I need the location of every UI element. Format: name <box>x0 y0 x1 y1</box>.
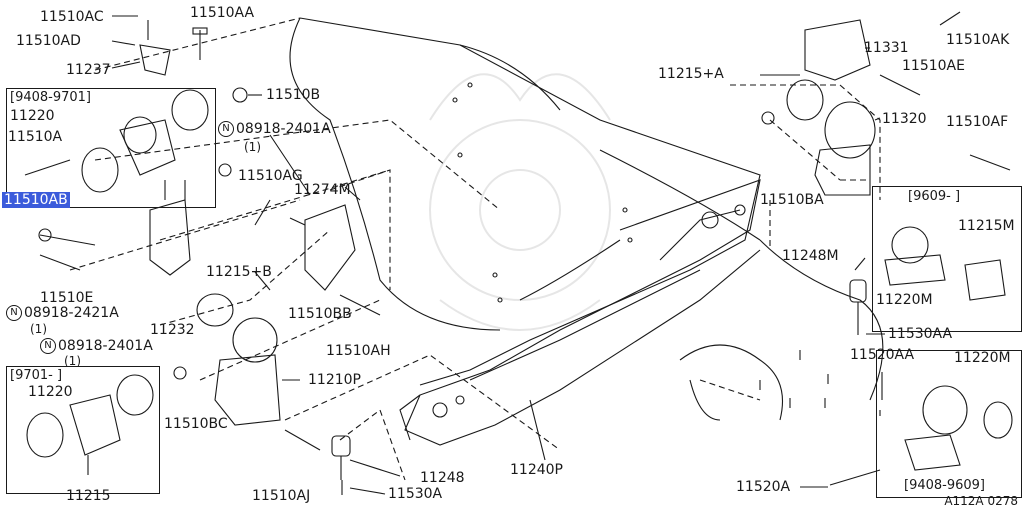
part-label-11220-variant[interactable]: 11220 <box>28 384 73 400</box>
variant-box-9408-9609 <box>876 350 1022 498</box>
part-label-11520a[interactable]: 11520A <box>736 479 791 495</box>
diagram-code: A112A 0278 <box>944 494 1018 508</box>
part-label-11510ag[interactable]: 11510AG <box>238 168 303 184</box>
part-label-11215[interactable]: 11215 <box>66 488 111 504</box>
part-number-text: 08918-2401A <box>236 121 331 137</box>
part-label-11248m[interactable]: 11248M <box>782 248 839 264</box>
part-label-11510b[interactable]: 11510B <box>266 87 321 103</box>
part-label-11220m[interactable]: 11220M <box>876 292 933 308</box>
part-label-11520aa[interactable]: 11520AA <box>850 347 915 363</box>
part-label-11248[interactable]: 11248 <box>420 470 465 486</box>
variant-box-9408-9701 <box>6 88 216 208</box>
variant-range-9408-9609: [9408-9609] <box>904 478 986 493</box>
part-label-11510ae[interactable]: 11510AE <box>902 58 965 74</box>
part-label-11320[interactable]: 11320 <box>882 111 927 127</box>
part-label-11510e[interactable]: 11510E <box>40 290 94 306</box>
part-label-11510ah[interactable]: 11510AH <box>326 343 391 359</box>
part-label-11510a[interactable]: 11510A <box>8 129 63 145</box>
part-label-11510af[interactable]: 11510AF <box>946 114 1009 130</box>
part-label-11232[interactable]: 11232 <box>150 322 195 338</box>
part-label-11210p[interactable]: 11210P <box>308 372 361 388</box>
part-number-text: 08918-2421A <box>24 305 119 321</box>
part-label-11215-b[interactable]: 11215+B <box>206 264 272 280</box>
quantity-label: (1) <box>64 354 81 368</box>
variant-range-9609: [9609- ] <box>908 189 961 204</box>
part-label-11331[interactable]: 11331 <box>864 40 909 56</box>
samurai-helmet-icon <box>429 73 611 331</box>
n-circle-icon: N <box>218 121 234 137</box>
part-label-11510bc[interactable]: 11510BC <box>164 416 228 432</box>
part-label-11510bb[interactable]: 11510BB <box>288 306 352 322</box>
part-label-11510aj[interactable]: 11510AJ <box>252 488 311 504</box>
variant-range-9408-9701: [9408-9701] <box>10 90 92 105</box>
variant-box-9609 <box>872 186 1022 332</box>
part-label-11510ba[interactable]: 11510BA <box>760 192 824 208</box>
part-number-text: 08918-2401A <box>58 338 153 354</box>
part-label-11215-a[interactable]: 11215+A <box>658 66 724 82</box>
variant-range-9701: [9701- ] <box>10 368 63 383</box>
part-label-11240p[interactable]: 11240P <box>510 462 563 478</box>
quantity-label: (1) <box>30 322 47 336</box>
n-circle-icon: N <box>6 305 22 321</box>
part-label-11510ak[interactable]: 11510AK <box>946 32 1010 48</box>
part-label-11274m[interactable]: 11274M <box>294 182 351 198</box>
part-label-11510ac[interactable]: 11510AC <box>40 9 104 25</box>
part-label-11220[interactable]: 11220 <box>10 108 55 124</box>
variant-box-9701 <box>6 366 160 494</box>
n-circle-icon: N <box>40 338 56 354</box>
part-label-11215m[interactable]: 11215M <box>958 218 1015 234</box>
part-label-11510ad[interactable]: 11510AD <box>16 33 81 49</box>
part-label-11237[interactable]: 11237 <box>66 62 111 78</box>
part-label-11510ab-selected[interactable]: 11510AB <box>2 192 70 208</box>
quantity-label: (1) <box>244 140 261 154</box>
part-label-11220m-variant[interactable]: 11220M <box>954 350 1011 366</box>
part-label-11530a[interactable]: 11530A <box>388 486 443 502</box>
part-label-11530aa[interactable]: 11530AA <box>888 326 953 342</box>
part-label-11510aa[interactable]: 11510AA <box>190 5 255 21</box>
